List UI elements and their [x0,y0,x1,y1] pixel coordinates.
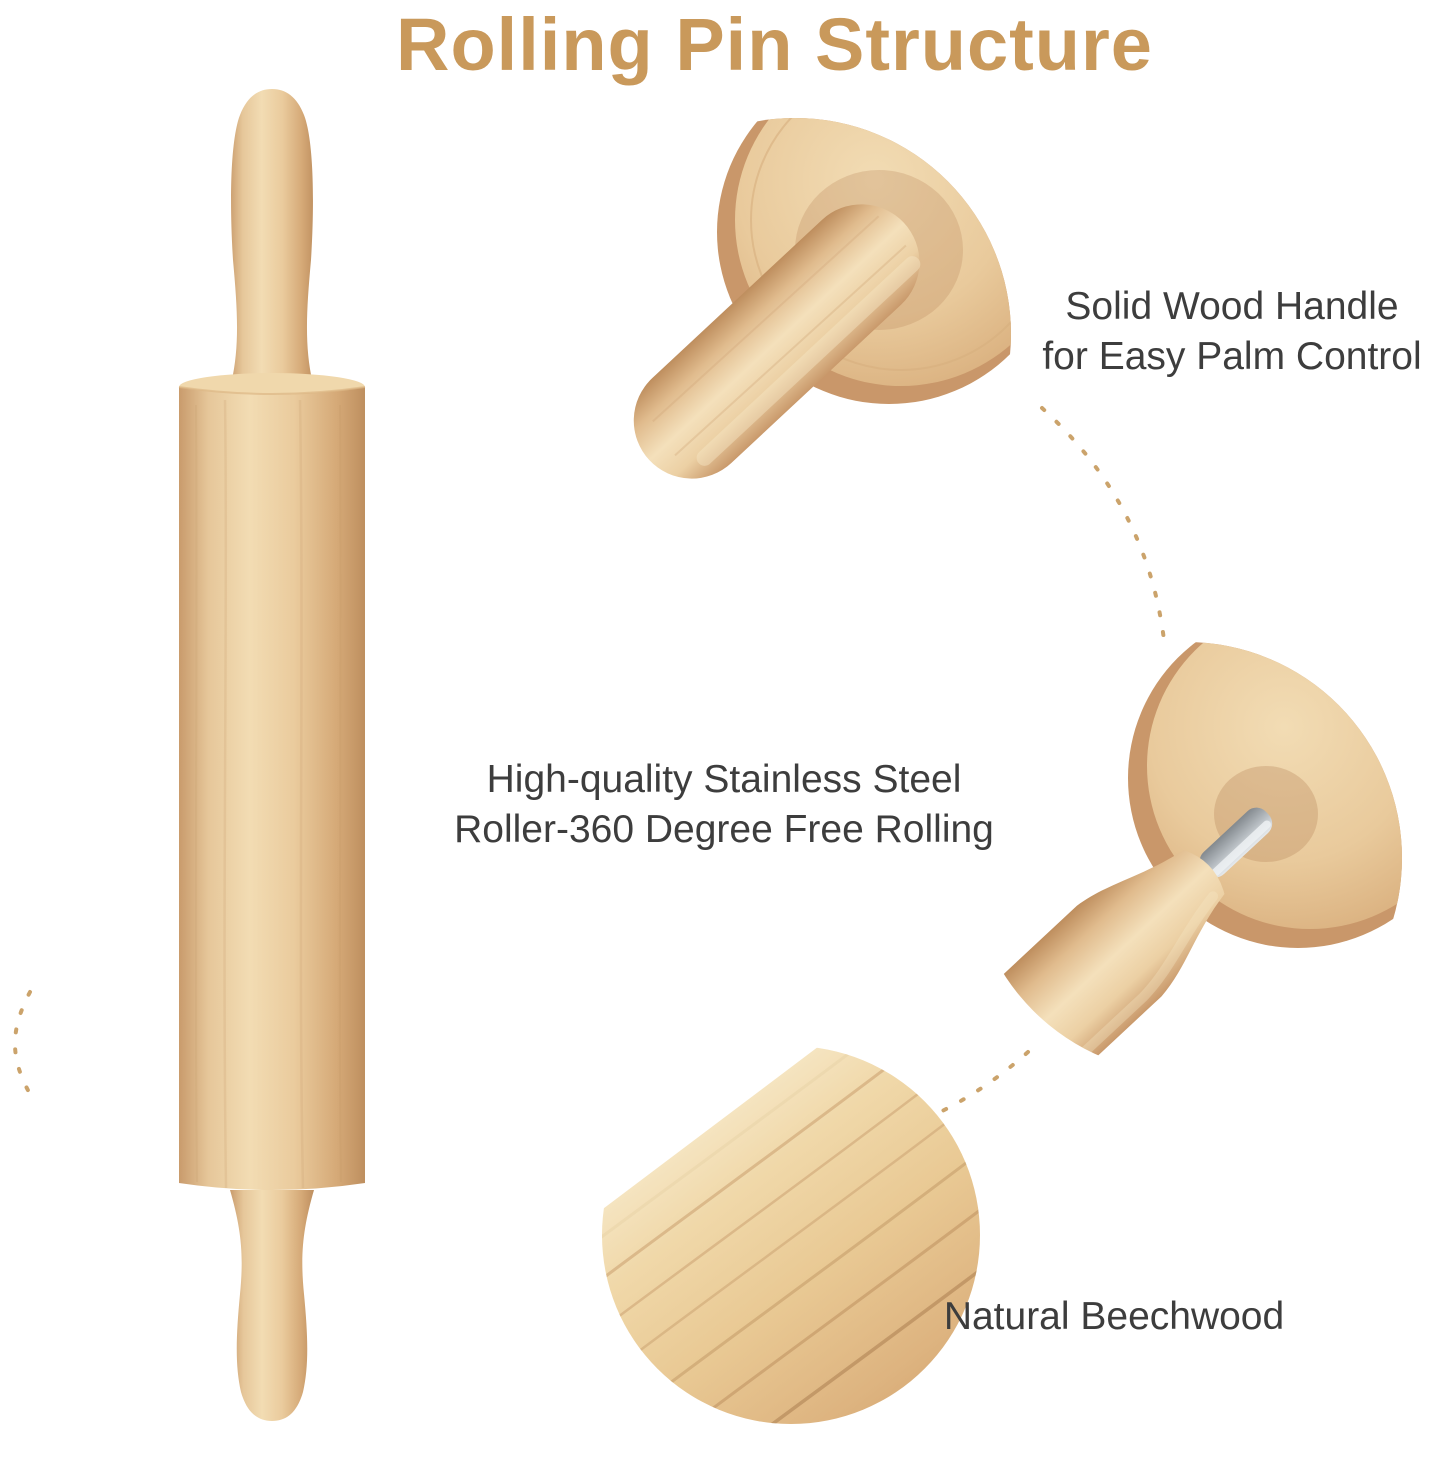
pin-top-handle [229,89,315,392]
handle-annotation-line1: Solid Wood Handle [1065,285,1399,328]
roller-annotation-line1: High-quality Stainless Steel [486,758,962,801]
material-annotation-line1: Natural Beechwood [943,1295,1285,1338]
pin-bottom-handle [230,1190,314,1421]
rolling-pin-illustration [178,89,366,1421]
stainless-steel-roller-pin [1199,807,1273,878]
barrel-end-chamfer [750,118,1011,371]
page-title: Rolling Pin Structure [396,3,1153,86]
pin-barrel [179,387,365,1190]
handle-annotation-line2: for Easy Palm Control [1042,334,1422,378]
pin-barrel-top-rim [178,386,366,395]
wood-grain-band [602,1046,980,1424]
wood-closeup-circle [602,1046,980,1424]
pin-wood-grain [194,399,342,1189]
wood-handle-closeup [633,204,921,479]
roller-annotation: High-quality Stainless Steel Roller-360 … [428,755,1020,855]
handle-closeup-circle [579,118,1011,550]
roller-closeup-circle [970,642,1402,1074]
roller-annotation-line2: Roller-360 Degree Free Rolling [454,807,994,851]
material-annotation: Natural Beechwood [938,1292,1290,1342]
handle-annotation: Solid Wood Handle for Easy Palm Control [1018,282,1445,382]
dashed-connector-arc-top [1040,406,1166,642]
